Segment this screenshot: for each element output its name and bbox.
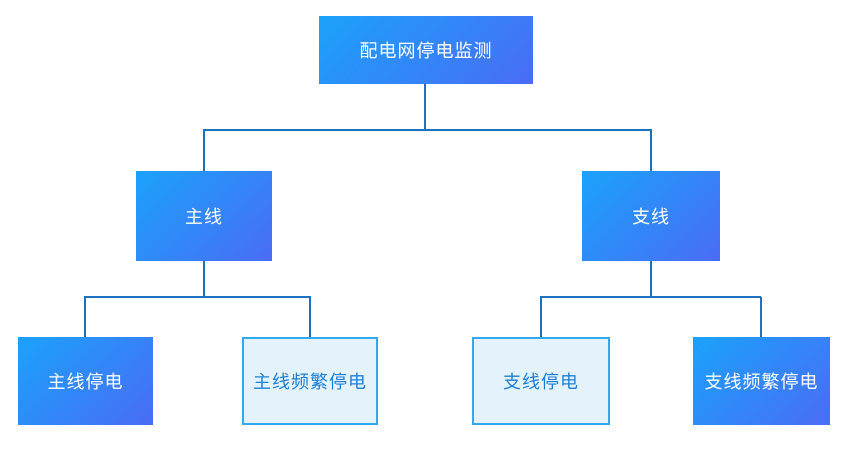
connector-main-stem: [203, 261, 205, 297]
node-branch-line-frequent-outage[interactable]: 支线频繁停电: [693, 337, 830, 425]
node-branch-line[interactable]: 支线: [582, 171, 720, 261]
node-root-label: 配电网停电监测: [359, 41, 493, 61]
node-main-line-outage[interactable]: 主线停电: [18, 337, 153, 425]
connector-level1-horizontal: [203, 129, 652, 131]
connector-main-children-horizontal: [84, 296, 311, 298]
node-branch-line-outage[interactable]: 支线停电: [472, 337, 610, 425]
node-main-line-outage-label: 主线停电: [47, 372, 124, 392]
node-main-line[interactable]: 主线: [136, 171, 272, 261]
node-branch-line-frequent-outage-label: 支线频繁停电: [704, 372, 819, 392]
node-branch-line-outage-label: 支线停电: [503, 372, 579, 392]
connector-branch-stem: [650, 261, 652, 297]
connector-branch-outage-drop: [540, 297, 542, 337]
node-main-line-label: 主线: [185, 207, 223, 227]
node-main-line-frequent-outage-label: 主线频繁停电: [253, 372, 367, 392]
connector-branch-frequent-drop: [760, 297, 762, 337]
connector-branch-children-horizontal: [540, 296, 761, 298]
connector-branch-drop: [650, 130, 652, 171]
node-branch-line-label: 支线: [632, 207, 670, 227]
connector-root-stem: [424, 84, 426, 130]
connector-main-drop: [203, 130, 205, 171]
node-root[interactable]: 配电网停电监测: [319, 16, 533, 84]
node-main-line-frequent-outage[interactable]: 主线频繁停电: [242, 337, 378, 425]
connector-main-outage-drop: [84, 297, 86, 337]
connector-main-frequent-drop: [309, 297, 311, 337]
